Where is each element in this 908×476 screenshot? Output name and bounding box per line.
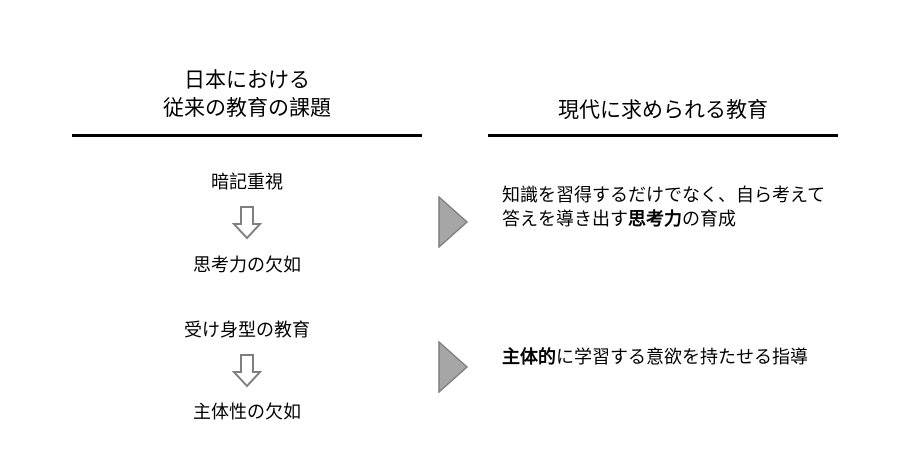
- issue-1-solution-bold: 思考力: [628, 209, 682, 230]
- issue-1-solution-pre: 知識を習得するだけでなく、自ら考えて答えを導き出す: [502, 185, 826, 230]
- issue-2-cause: 受け身型の教育: [184, 320, 310, 341]
- issue-1-effect: 思考力の欠如: [193, 255, 301, 276]
- issue-2-solution-bold: 主体的: [502, 347, 556, 368]
- left-header-rule: [72, 134, 422, 137]
- issue-2-effect: 主体性の欠如: [193, 402, 301, 423]
- right-column-header: 現代に求められる教育: [558, 98, 768, 122]
- left-header-line-2: 従来の教育の課題: [163, 96, 331, 120]
- right-header-rule: [488, 134, 838, 137]
- issue-1-cause: 暗記重視: [211, 172, 283, 193]
- issue-2-solution-post: に学習する意欲を持たせる指導: [556, 347, 808, 368]
- issue-1-solution: 知識を習得するだけでなく、自ら考えて答えを導き出す思考力の育成: [502, 184, 832, 232]
- left-column-header: 日本における 従来の教育の課題: [72, 66, 422, 122]
- hollow-down-arrow-icon: [232, 206, 262, 240]
- left-header-line-1: 日本における: [184, 68, 310, 92]
- right-triangle-arrow-icon: [438, 341, 468, 393]
- issue-1-solution-post: の育成: [682, 209, 736, 230]
- issue-2-solution: 主体的に学習する意欲を持たせる指導: [502, 346, 832, 370]
- hollow-down-arrow-icon: [232, 354, 262, 388]
- right-triangle-arrow-icon: [438, 196, 468, 248]
